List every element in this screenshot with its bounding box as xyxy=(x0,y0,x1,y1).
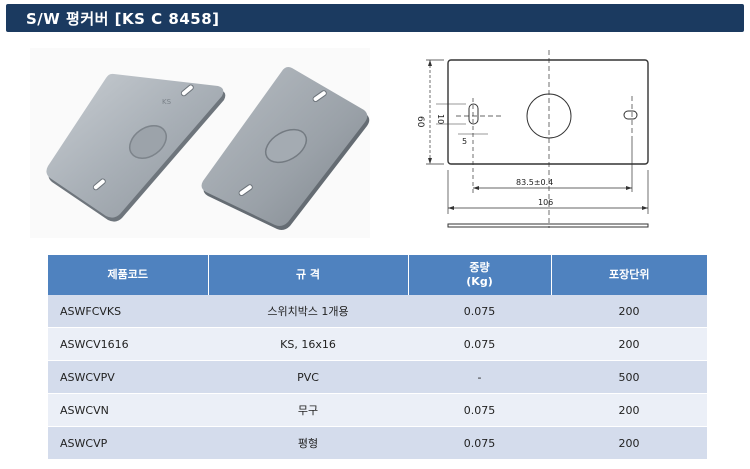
cell-weight: 0.075 xyxy=(408,295,551,328)
ks-mark: KS xyxy=(162,98,172,106)
header-weight: 중량 (Kg) xyxy=(408,255,552,295)
cell-pack: 200 xyxy=(551,327,707,361)
dim-width-label: 106 xyxy=(538,198,553,207)
cell-spec: 평형 xyxy=(208,426,408,460)
cell-code: ASWCVP xyxy=(48,426,208,460)
cell-pack: 500 xyxy=(551,360,707,394)
spec-table: 제품코드 규 격 중량 (Kg) 포장단위 ASWFCVKS 스위치박스 1개용… xyxy=(48,255,707,460)
dim-pitch-label: 83.5±0.4 xyxy=(516,178,553,187)
cell-code: ASWFCVKS xyxy=(48,295,208,328)
cell-weight: - xyxy=(408,360,551,394)
cell-code: ASWCV1616 xyxy=(48,327,208,361)
cell-code: ASWCVPV xyxy=(48,360,208,394)
technical-drawing: 60 10 5 83.5±0.4 106 xyxy=(408,46,658,236)
table-row: ASWFCVKS 스위치박스 1개용 0.075 200 xyxy=(48,295,707,328)
cell-pack: 200 xyxy=(551,393,707,427)
cell-spec: PVC xyxy=(208,360,408,394)
cover-plate-left: KS xyxy=(46,73,226,222)
cell-pack: 200 xyxy=(551,426,707,460)
cell-weight: 0.075 xyxy=(408,327,551,361)
page-title: S/W 평커버 [KS C 8458] xyxy=(26,10,220,28)
cell-pack: 200 xyxy=(551,295,707,328)
product-photo: KS xyxy=(30,48,370,238)
table-row: ASWCVN 무구 0.075 200 xyxy=(48,393,707,427)
header-spec: 규 격 xyxy=(208,255,409,295)
table-row: ASWCV1616 KS, 16x16 0.075 200 xyxy=(48,327,707,361)
cell-spec: 무구 xyxy=(208,393,408,427)
cell-code: ASWCVN xyxy=(48,393,208,427)
dim-slot-width-label: 5 xyxy=(462,137,467,146)
table-header-row: 제품코드 규 격 중량 (Kg) 포장단위 xyxy=(48,255,707,295)
dim-height-label: 60 xyxy=(415,116,425,128)
cell-spec: 스위치박스 1개용 xyxy=(208,295,408,328)
title-banner: S/W 평커버 [KS C 8458] xyxy=(6,4,744,32)
header-pack-unit: 포장단위 xyxy=(551,255,707,295)
dim-slot-height-label: 10 xyxy=(436,114,445,124)
cell-weight: 0.075 xyxy=(408,426,551,460)
cover-plates-illustration: KS xyxy=(46,67,370,230)
cell-weight: 0.075 xyxy=(408,393,551,427)
table-row: ASWCVP 평형 0.075 200 xyxy=(48,426,707,460)
table-row: ASWCVPV PVC - 500 xyxy=(48,360,707,394)
dimension-drawing: 60 10 5 83.5±0.4 106 xyxy=(415,50,649,228)
header-weight-label: 중량 xyxy=(469,261,490,274)
cell-spec: KS, 16x16 xyxy=(208,327,408,361)
header-weight-unit: (Kg) xyxy=(466,275,493,288)
cover-plate-right xyxy=(201,67,370,230)
header-product-code: 제품코드 xyxy=(48,255,209,295)
